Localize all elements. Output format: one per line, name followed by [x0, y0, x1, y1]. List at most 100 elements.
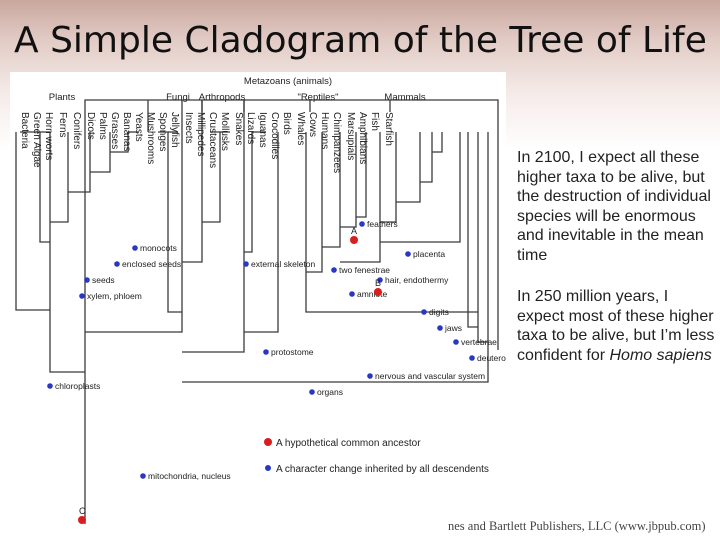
taxon-label-palms: Palms: [97, 112, 108, 140]
taxon-label-snakes: Snakes: [233, 112, 244, 145]
branch-line: [305, 132, 478, 313]
branch-line: [158, 131, 182, 313]
ancestor-dot-a: [350, 236, 358, 244]
character-dot-two-fenestrae: [331, 267, 337, 273]
taxon-label-jellyfish: Jellyfish: [169, 112, 180, 148]
branch-line: [356, 132, 367, 218]
character-dot-organs: [309, 389, 315, 395]
taxon-label-lizards: Lizards: [245, 112, 256, 144]
branch-line: [420, 132, 433, 183]
branch-line: [432, 132, 443, 153]
character-dot-enclosed-seeds: [114, 261, 120, 267]
character-dot-hair-endothermy: [377, 277, 383, 283]
publisher-credit: nes and Bartlett Publishers, LLC (www.jb…: [448, 519, 706, 533]
branch-line: [85, 100, 183, 333]
branch-line: [467, 132, 478, 328]
taxon-label-fish: Fish: [369, 112, 380, 131]
legend-change-label: A character change inherited by all desc…: [276, 464, 489, 475]
branch-line: [340, 132, 357, 228]
group-label-plants: Plants: [49, 92, 76, 103]
character-dot-placenta: [405, 251, 411, 257]
taxon-label-cows: Cows: [307, 112, 318, 137]
paragraph-250-text: In 250 million years, I expect most of t…: [517, 288, 715, 364]
branch-line: [50, 132, 69, 223]
taxon-label-yeasts: Yeasts: [133, 112, 144, 142]
homo-sapiens-text: Homo sapiens: [609, 346, 712, 364]
character-dot-monocots: [132, 245, 138, 251]
character-label-vertebrae: vertebrae: [461, 337, 497, 347]
branch-line: [380, 132, 461, 243]
taxon-label-marsupials: Marsupials: [345, 112, 356, 160]
character-label-organs: organs: [317, 387, 343, 397]
taxon-label-millipedes: Millipedes: [195, 112, 206, 156]
character-dot-xylem-phloem: [79, 293, 85, 299]
branch-line: [182, 132, 489, 383]
branch-line: [306, 132, 323, 273]
branch-line: [110, 132, 129, 153]
taxon-label-humans: Humans: [319, 112, 330, 149]
taxon-label-chimpanzees: Chimpanzees: [331, 112, 342, 173]
character-label-hair-endothermy: hair, endothermy: [385, 275, 449, 285]
character-label-nervous-and-vascular-system: nervous and vascular system: [375, 371, 485, 381]
branch-line: [84, 99, 499, 524]
taxon-label-crustaceans: Crustaceans: [207, 112, 218, 168]
character-label-digits: digits: [429, 307, 449, 317]
branch-line: [182, 100, 245, 353]
character-label-chloroplasts: chloroplasts: [55, 381, 100, 391]
branch-line: [202, 131, 221, 223]
taxon-label-iguanas: Iguanas: [257, 112, 268, 148]
character-dot-jaws: [437, 325, 443, 331]
taxon-label-bananas: Bananas: [121, 112, 132, 151]
taxon-label-green-algae: Green Algae: [31, 112, 42, 168]
taxon-label-birds: Birds: [281, 112, 292, 135]
branch-line: [244, 132, 279, 333]
branch-line: [15, 132, 50, 311]
character-label-amniote: amniote: [357, 289, 388, 299]
node-letter-c: C: [79, 506, 86, 516]
character-dot-chloroplasts: [47, 383, 53, 389]
character-dot-seeds: [84, 277, 90, 283]
branch-line: [396, 132, 421, 203]
character-label-two-fenestrae: two fenestrae: [339, 265, 390, 275]
node-letter-a: A: [351, 226, 357, 236]
character-dot-protostome: [263, 349, 269, 355]
character-dot-mitochondria-nucleus: [140, 473, 146, 479]
branch-line: [182, 100, 203, 263]
legend-ancestor-label: A hypothetical common ancestor: [276, 438, 421, 449]
taxon-label-starfish: Starfish: [383, 112, 394, 146]
taxon-label-amphibians: Amphibians: [357, 112, 368, 164]
branch-line: [90, 132, 111, 173]
taxon-label-crocodiles: Crocodiles: [269, 112, 280, 159]
taxon-label-bacteria: Bacteria: [19, 112, 30, 149]
branch-line: [340, 132, 381, 263]
taxon-label-whales: Whales: [295, 112, 306, 145]
character-label-deuterostome: deuterostome: [477, 353, 506, 363]
taxon-label-grasses: Grasses: [109, 112, 120, 149]
character-dot-deuterostome: [469, 355, 475, 361]
group-label-reptiles: "Reptiles": [297, 92, 338, 103]
notes-text: In 2100, I expect all these higher taxa …: [517, 148, 717, 387]
character-dot-vertebrae: [453, 339, 459, 345]
character-label-enclosed-seeds: enclosed seeds: [122, 259, 181, 269]
branch-line: [39, 132, 50, 243]
character-dot-external-skeleton: [243, 261, 249, 267]
character-dot-nervous-and-vascular-system: [367, 373, 373, 379]
legend-ancestor-dot: [264, 438, 272, 446]
character-label-protostome: protostome: [271, 347, 314, 357]
group-label-metazoans-animals: Metazoans (animals): [244, 76, 332, 87]
character-label-seeds: seeds: [92, 275, 115, 285]
character-label-placenta: placenta: [413, 249, 445, 259]
character-label-xylem-phloem: xylem, phloem: [87, 291, 142, 301]
taxon-label-conifers: Conifers: [71, 112, 82, 149]
character-dot-digits: [421, 309, 427, 315]
paragraph-2100: In 2100, I expect all these higher taxa …: [517, 149, 711, 264]
taxon-label-mushrooms: Mushrooms: [145, 112, 156, 164]
branch-line: [322, 132, 341, 248]
group-label-fungi: Fungi: [166, 92, 190, 103]
taxon-label-ferns: Ferns: [57, 112, 68, 138]
taxon-label-mollusks: Mollusks: [219, 112, 230, 151]
legend-change-dot: [265, 465, 271, 471]
ancestor-dot-b: [374, 288, 382, 296]
character-label-feathers: feathers: [367, 219, 398, 229]
